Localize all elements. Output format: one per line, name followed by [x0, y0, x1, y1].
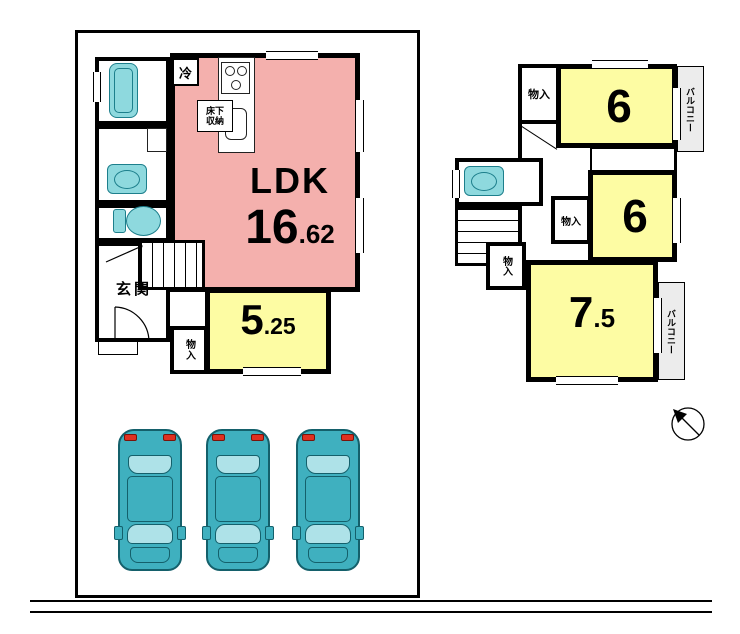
taillight-icon — [124, 434, 137, 441]
window — [672, 198, 681, 243]
windshield — [127, 524, 173, 544]
stairs-1f — [138, 240, 205, 290]
car-hood — [218, 547, 258, 563]
taillight-icon — [302, 434, 315, 441]
room-7-5-area: 7.5 — [568, 288, 616, 337]
room-6-mid-area: 6 — [622, 190, 648, 242]
mirror-icon — [202, 526, 211, 540]
balcony-top-label: バルコニー — [685, 86, 695, 132]
balcony-bottom: バルコニー — [658, 282, 685, 380]
refrigerator-box: 冷 — [172, 58, 199, 86]
room-6-mid — [588, 170, 677, 262]
windshield — [215, 524, 261, 544]
mirror-icon — [114, 526, 123, 540]
road-line-top — [30, 600, 712, 602]
sink-icon-1f — [107, 164, 147, 194]
refrigerator-label: 冷 — [178, 65, 192, 81]
closet-2f-top-label: 物入 — [528, 89, 550, 101]
compass-icon — [671, 407, 705, 441]
windshield — [305, 524, 351, 544]
sink-icon-2f — [464, 166, 504, 196]
mirror-icon — [292, 526, 301, 540]
window — [672, 88, 681, 140]
closet-1f-label: 物入 — [183, 339, 195, 361]
entrance-label: 玄関 — [115, 280, 152, 298]
ldk-label: LDK — [250, 160, 330, 201]
window — [556, 376, 618, 385]
window — [355, 100, 364, 152]
car-roof — [127, 476, 173, 522]
car-icon — [202, 429, 274, 571]
taillight-icon — [341, 434, 354, 441]
bathtub-icon — [109, 63, 138, 118]
room-5-25-area: 5.25 — [240, 296, 296, 343]
stove-icon — [221, 62, 250, 94]
closet-2f-mid: 物入 — [551, 196, 591, 244]
window — [653, 298, 662, 353]
closet-2f-top: 物入 — [518, 64, 560, 124]
closet-2f-mid-label: 物入 — [561, 216, 581, 228]
car-roof — [215, 476, 261, 522]
underfloor-storage-line2: 収納 — [205, 116, 224, 126]
closet-2f-center: 物入 — [486, 242, 526, 290]
ldk-area: 16.62 — [245, 201, 335, 254]
window — [243, 367, 301, 376]
entrance-door-arc — [114, 306, 150, 343]
mirror-icon — [355, 526, 364, 540]
taillight-icon — [251, 434, 264, 441]
stairs-arrow — [105, 241, 143, 263]
toilet-icon-1f — [113, 206, 161, 236]
window — [93, 72, 101, 102]
car-hood — [308, 547, 348, 563]
mirror-icon — [177, 526, 186, 540]
taillight-icon — [212, 434, 225, 441]
underfloor-storage-line1: 床下 — [205, 105, 224, 116]
closet-2f-center-label: 物入 — [500, 256, 512, 276]
taillight-icon — [163, 434, 176, 441]
car-icon — [114, 429, 186, 571]
washing-machine-icon — [147, 128, 167, 152]
window — [592, 60, 648, 69]
room-6-top-area: 6 — [606, 80, 632, 132]
window — [452, 170, 460, 198]
car-icon — [292, 429, 364, 571]
rear-window — [306, 455, 350, 474]
room-5-25 — [205, 288, 331, 374]
car-hood — [130, 547, 170, 563]
rear-window — [216, 455, 260, 474]
property-boundary — [75, 30, 420, 598]
window — [266, 51, 318, 60]
car-roof — [305, 476, 351, 522]
entrance-step — [98, 342, 138, 355]
mirror-icon — [265, 526, 274, 540]
room-7-5 — [526, 260, 658, 382]
balcony-top: バルコニー — [677, 66, 704, 152]
closet-1f: 物入 — [170, 326, 208, 374]
rear-window — [128, 455, 172, 474]
underfloor-storage-box: 床下 収納 — [197, 100, 233, 132]
window — [355, 198, 364, 253]
balcony-bottom-label: バルコニー — [666, 308, 676, 354]
road-line-bottom — [30, 611, 712, 613]
